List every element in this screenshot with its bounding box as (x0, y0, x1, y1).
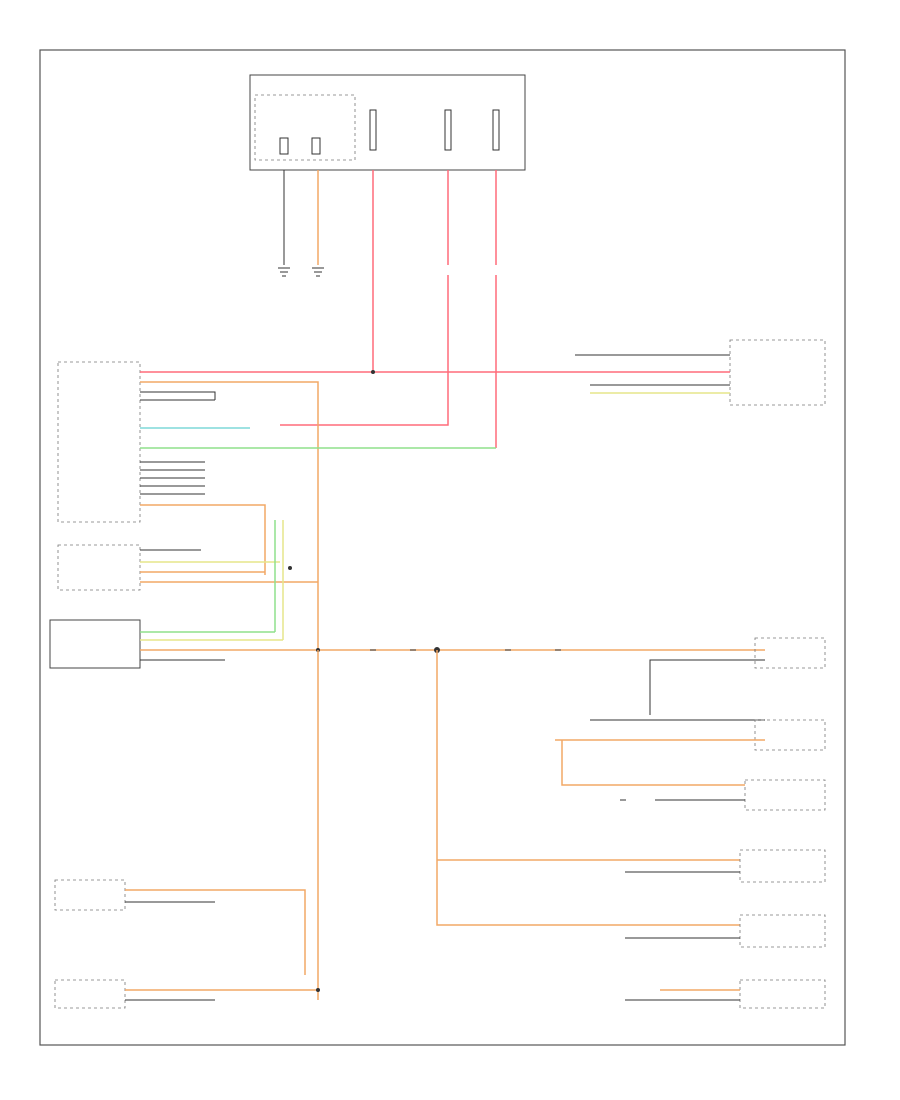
steering-control-module (729, 339, 826, 406)
cupholder-lamp (54, 979, 126, 1009)
passenger-door-lamp (754, 719, 826, 751)
wire-cluster-ground-1 (140, 391, 216, 400)
wire-cluster-illum (140, 381, 319, 650)
wire-pass-seat-illum (125, 889, 306, 975)
ground-icon (278, 267, 324, 277)
hazard-switch (57, 544, 141, 591)
wire-cluster-dimmer (140, 504, 266, 575)
driver-door-lamp (754, 637, 826, 669)
trans-lamp (739, 979, 826, 1009)
left-rear-heated-seat-switch (739, 849, 826, 883)
cluster (57, 361, 141, 523)
headlamp-switch (49, 619, 141, 669)
diagram-frame (39, 49, 846, 1046)
wire-tipm-power-b (280, 170, 449, 426)
splice-s2 (288, 566, 292, 570)
splice-s5 (316, 988, 320, 992)
right-rear-heated-seat-switch (739, 914, 826, 948)
passenger-seat-switch (54, 879, 126, 911)
splice-s1 (371, 370, 375, 374)
wire-trunk-center (436, 650, 740, 926)
wire-pass-door-drop (561, 740, 745, 786)
overhead-console (744, 779, 826, 811)
tipm (249, 74, 526, 171)
wire-door-ground-loop (649, 659, 765, 715)
connector-marks (180, 549, 631, 1001)
